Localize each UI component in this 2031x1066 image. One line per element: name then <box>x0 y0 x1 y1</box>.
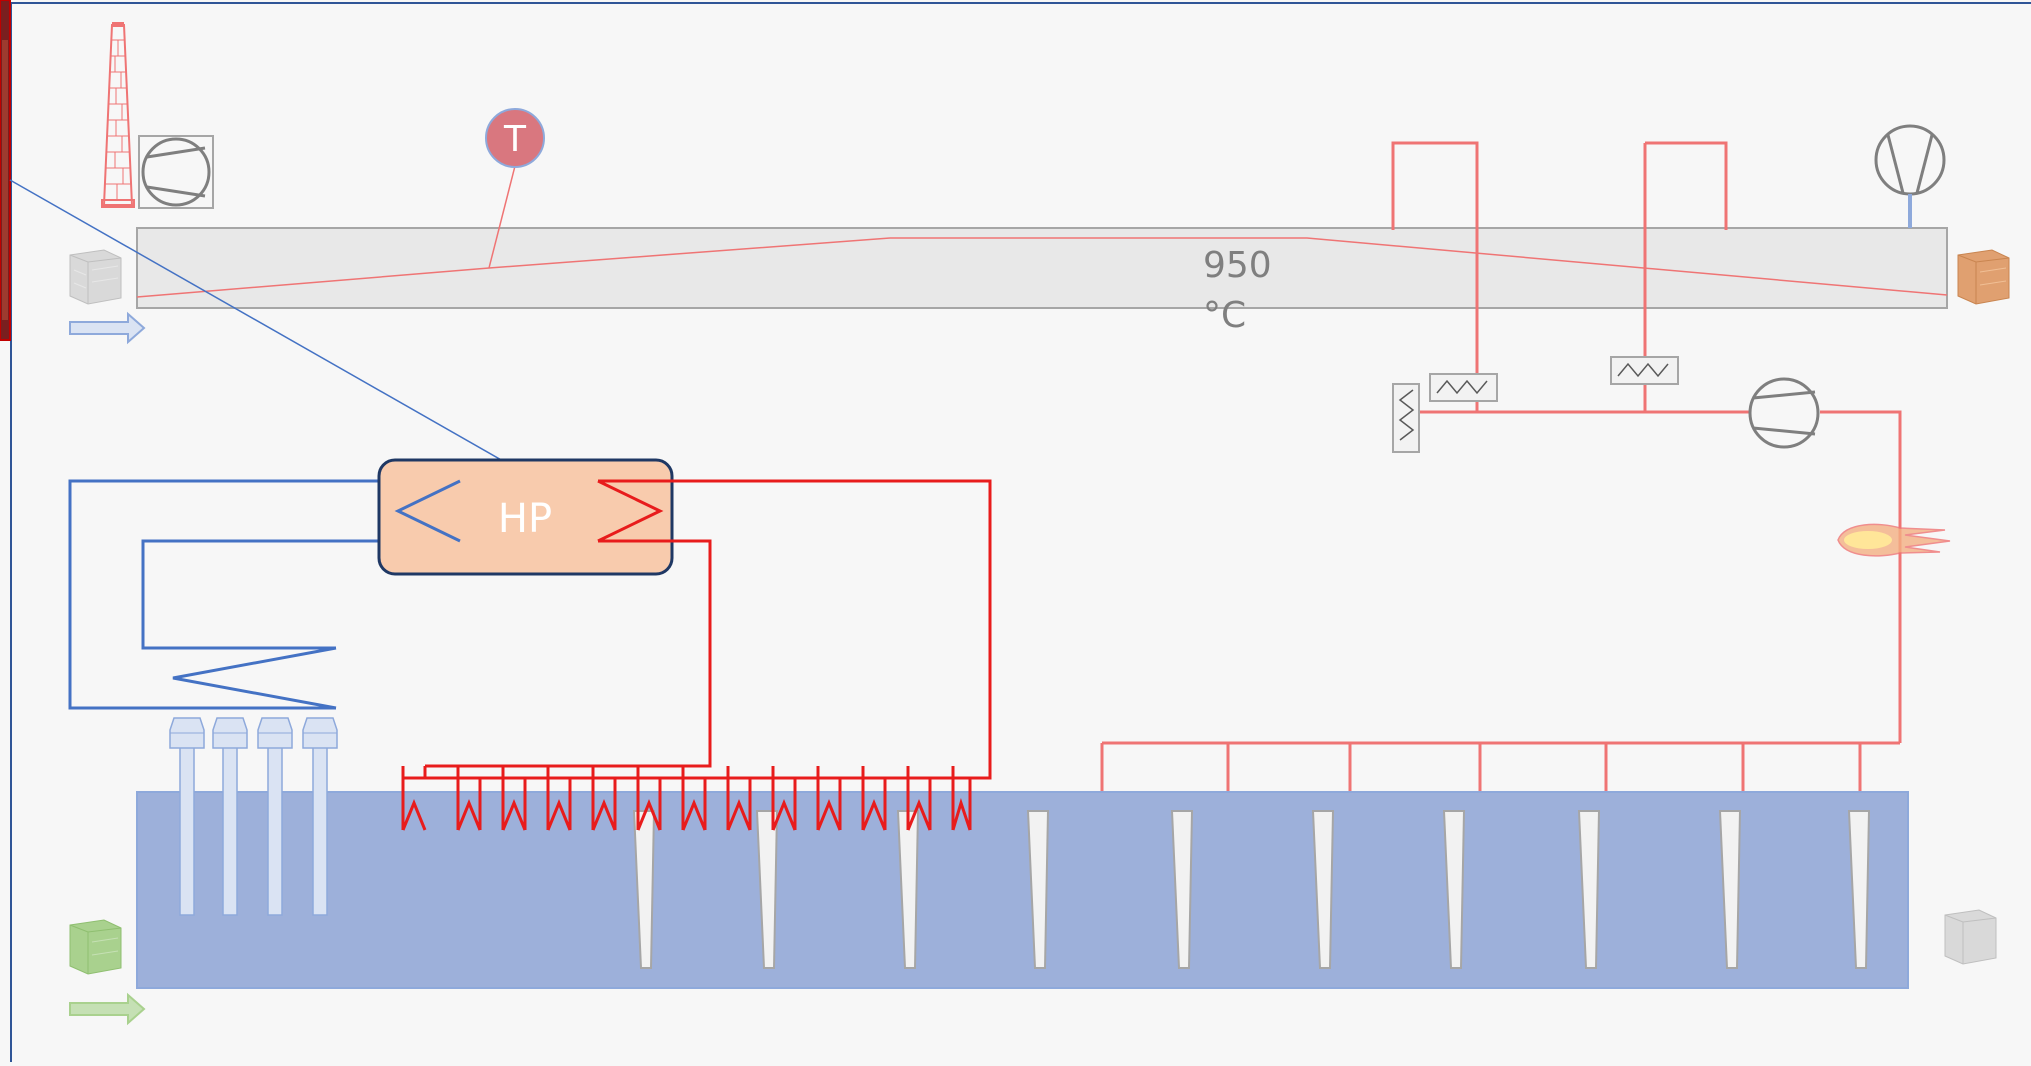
flue-gas-piping <box>1100 141 1902 808</box>
temperature-sensor: T <box>485 108 545 168</box>
air-nozzle <box>1026 810 1050 969</box>
sensor-lead-line <box>488 165 516 269</box>
cold-side-air-inlets <box>169 717 338 916</box>
heat-pump-unit <box>377 458 674 576</box>
heat-exchanger-icon-1 <box>1429 373 1498 402</box>
air-nozzle <box>1718 810 1742 969</box>
brick-icon-kiln-outlet <box>1957 249 2010 305</box>
brick-icon-dryer-outlet <box>1944 909 1997 965</box>
chimney-icon <box>101 22 135 208</box>
condenser-coil-icon <box>597 479 664 543</box>
kiln-tunnel <box>136 227 1948 309</box>
kiln-feed-arrow-icon <box>69 311 146 345</box>
cooling-fan-icon <box>1874 124 1946 228</box>
heat-exchanger-icon-3 <box>1392 383 1420 453</box>
burner-flame-icon <box>1837 523 1951 557</box>
cold-source-loop <box>68 479 460 710</box>
exhaust-fan-icon <box>138 135 214 209</box>
dryer-feed-arrow-icon <box>69 992 146 1026</box>
slide-frame <box>10 2 2031 1066</box>
air-nozzle <box>1442 810 1466 969</box>
brick-icon-kiln-inlet <box>69 249 122 305</box>
air-nozzle <box>1577 810 1601 969</box>
dryer-chamber <box>136 791 1909 989</box>
air-nozzle <box>896 810 920 969</box>
kiln-temperature-unit: °C <box>1203 295 1246 336</box>
dryer-nozzles <box>632 810 1871 969</box>
brick-icon-dryer-inlet <box>69 919 122 975</box>
heat-exchanger-icon-2 <box>1610 356 1679 385</box>
air-nozzle <box>755 810 779 969</box>
hot-sink-loop <box>401 479 992 830</box>
kiln-temperature-profile <box>136 237 1948 298</box>
heat-pump-label: HP <box>498 496 552 542</box>
cropped-inset-edge <box>0 0 11 341</box>
callout-leader-line <box>9 179 541 483</box>
air-nozzle <box>1170 810 1194 969</box>
air-nozzle <box>1311 810 1335 969</box>
temperature-sensor-icon <box>485 108 545 168</box>
kiln-temperature-value: 950 <box>1203 245 1272 286</box>
compressor-icon <box>1748 377 1820 449</box>
dryer-heating-coils <box>401 798 972 831</box>
evaporator-coil-icon <box>394 479 461 543</box>
air-nozzle <box>1847 810 1871 969</box>
temperature-sensor-label: T <box>503 119 527 160</box>
